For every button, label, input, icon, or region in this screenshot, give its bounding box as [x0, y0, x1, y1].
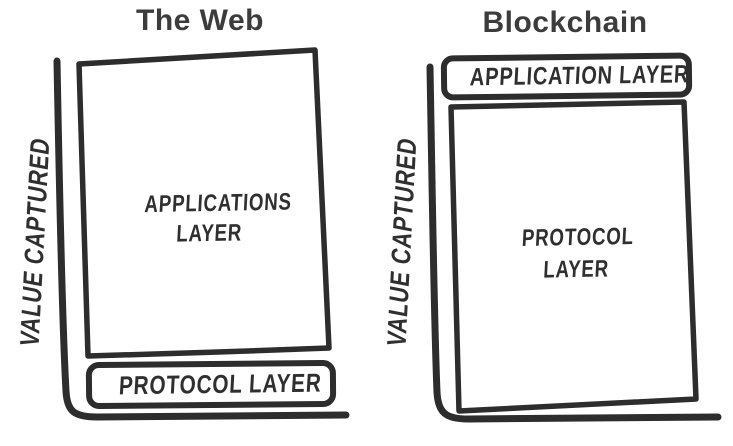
web-applications-layer-box: [76, 47, 332, 359]
blockchain-application-layer-box: [440, 52, 693, 101]
web-protocol-layer-box: [85, 360, 337, 409]
web-applications-layer-label: APPLICATIONS LAYER: [142, 188, 293, 250]
web-applications-layer-label-line1: APPLICATIONS: [143, 188, 293, 219]
blockchain-application-layer-label: APPLICATION LAYER: [469, 60, 690, 92]
blockchain-panel-title: Blockchain: [482, 6, 648, 39]
blockchain-value-axis-line: [426, 63, 722, 423]
web-applications-layer-label-line2: LAYER: [175, 219, 243, 248]
blockchain-protocol-layer-label: PROTOCOL LAYER: [509, 221, 645, 287]
blockchain-protocol-layer-label-line2: LAYER: [542, 255, 610, 284]
web-panel-title: The Web: [136, 4, 264, 37]
web-protocol-layer-label: PROTOCOL LAYER: [118, 367, 323, 401]
blockchain-protocol-layer-box: [448, 99, 699, 414]
web-value-axis-line: [53, 57, 350, 421]
blockchain-protocol-layer-label-line1: PROTOCOL: [521, 222, 635, 252]
